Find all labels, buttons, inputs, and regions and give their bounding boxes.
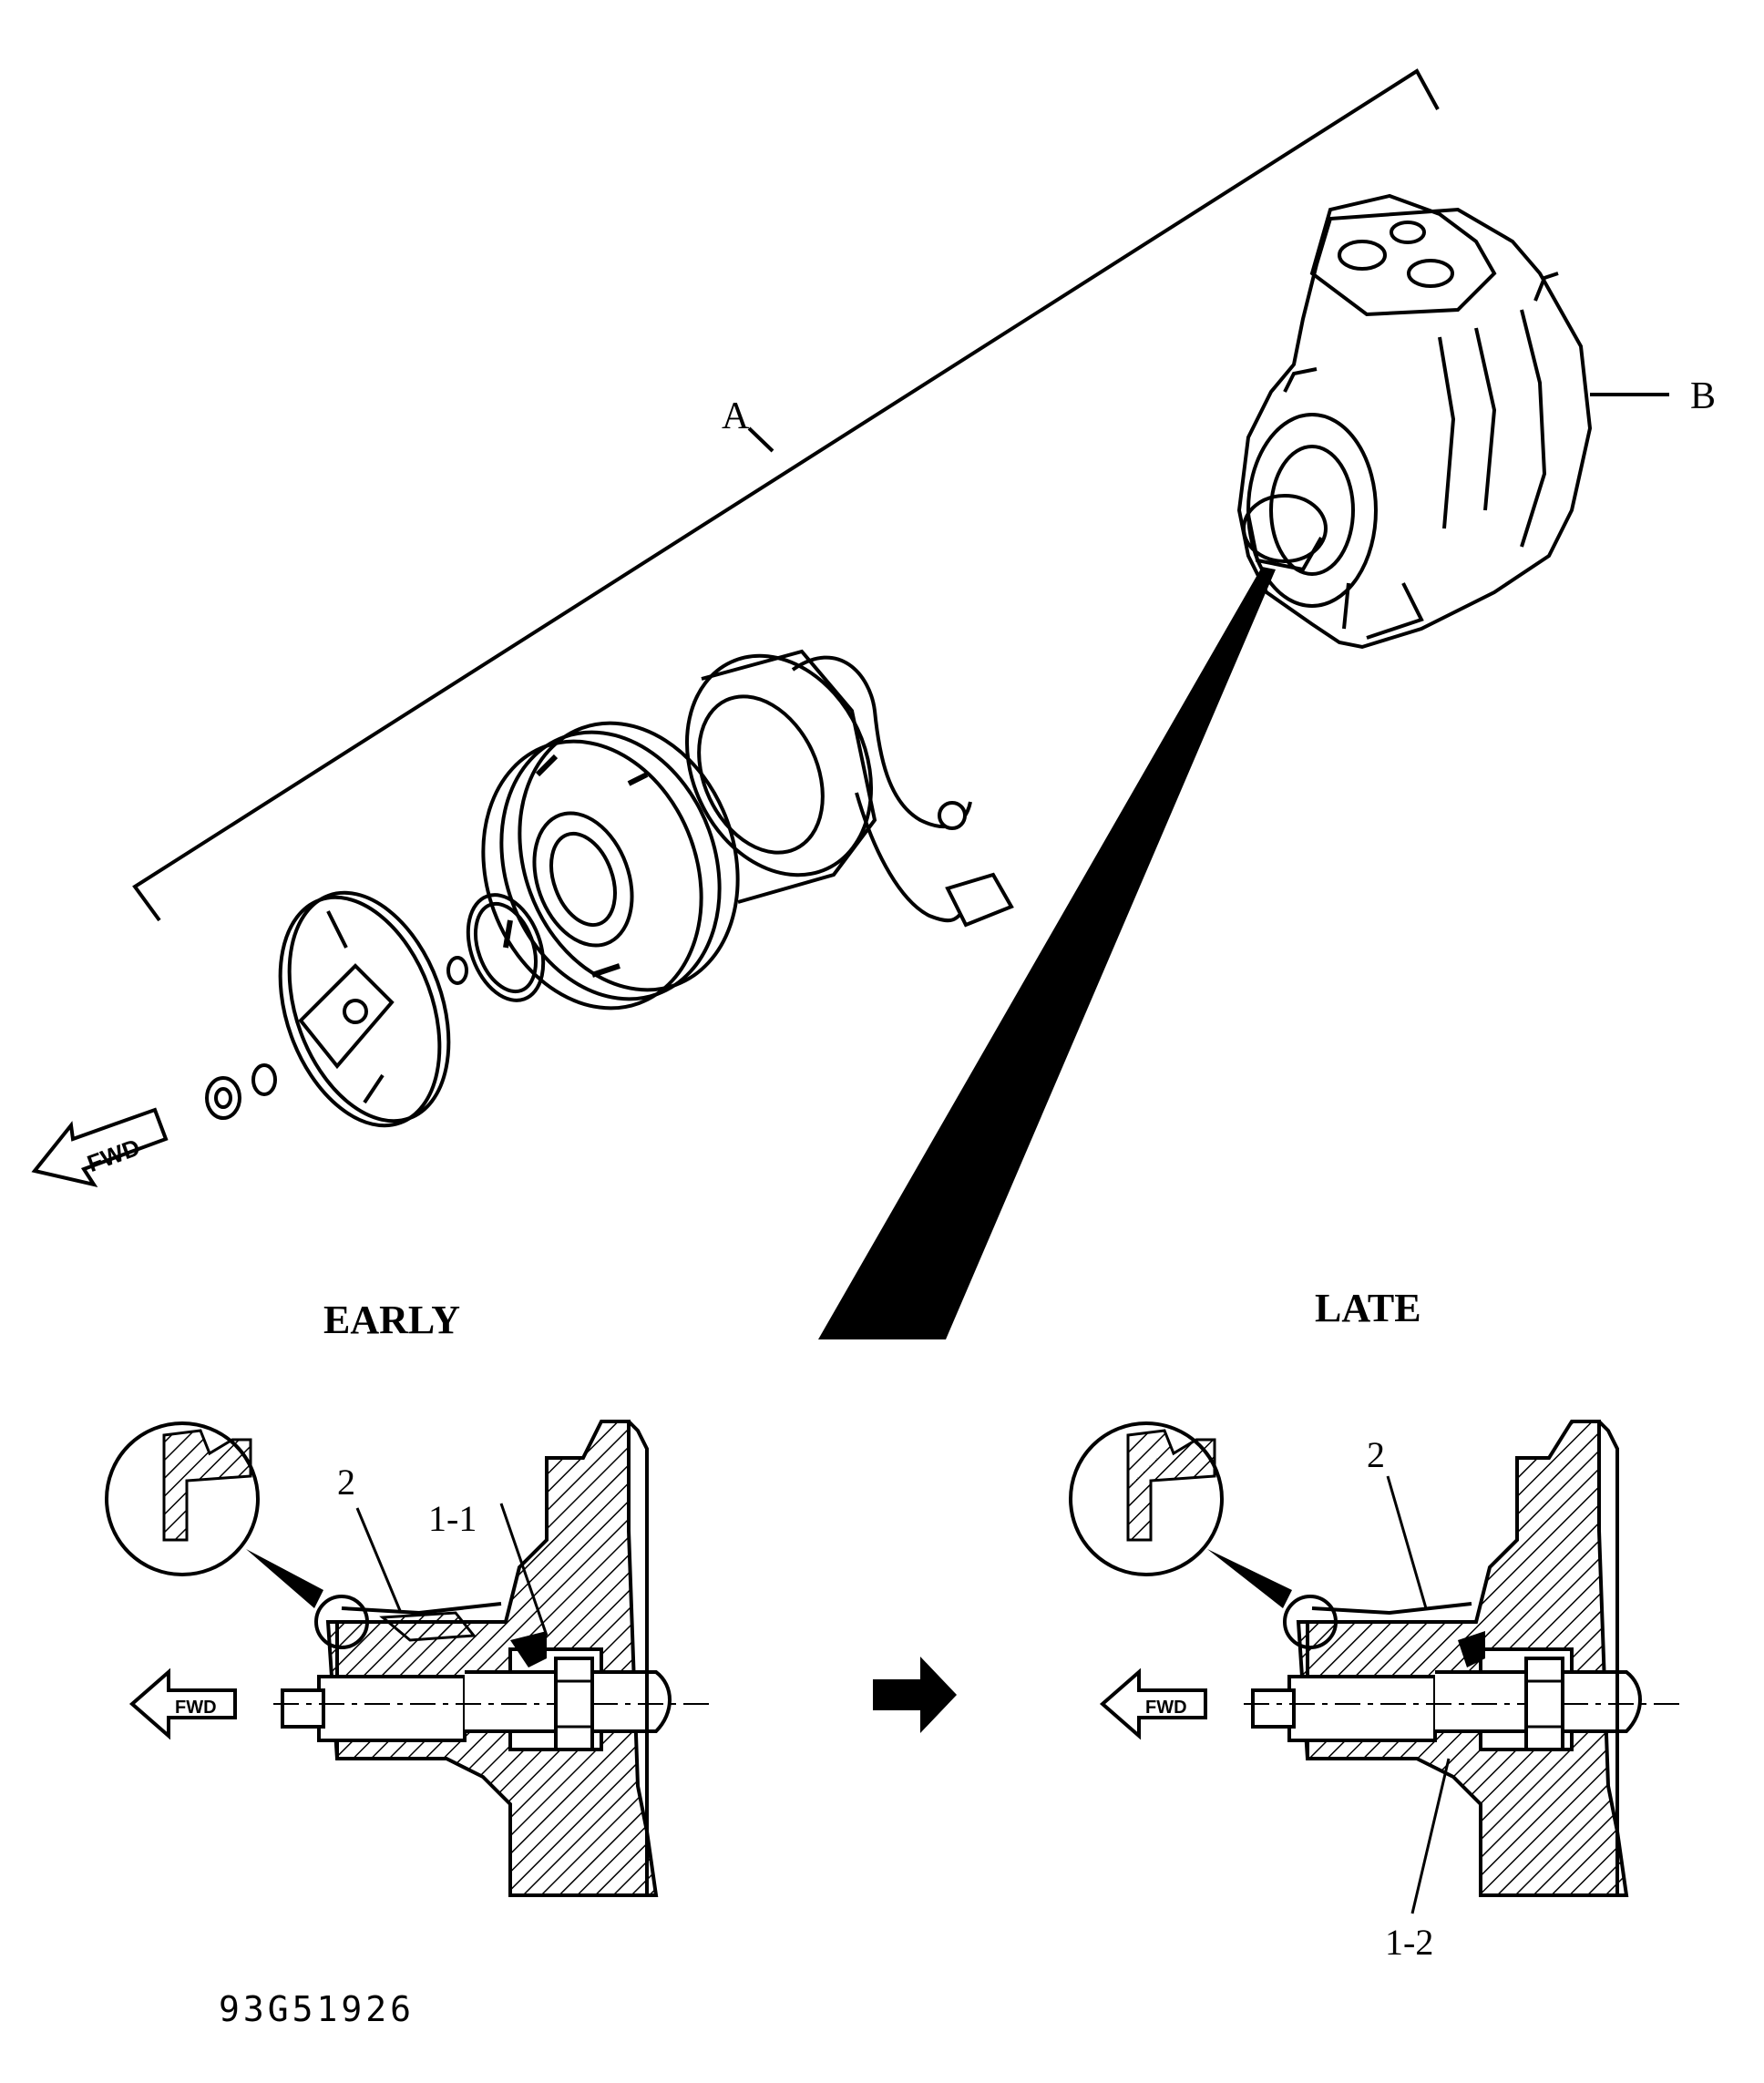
snap-ring [466,893,546,1002]
coil-connector [938,801,1014,928]
early-part-2: 2 [337,1462,355,1503]
pressure-plate [278,890,451,1128]
pulley [481,721,740,1011]
zoom-wedge [818,567,1276,1339]
fwd-arrow-top: FWD [31,1107,169,1188]
shim [446,956,468,985]
fwd-label-early: FWD [175,1698,217,1718]
assembly-bracket [132,68,1440,922]
late-part-1-2: 1-2 [1385,1922,1433,1963]
fwd-label-late: FWD [1145,1698,1187,1718]
nut [205,1063,277,1120]
label-compressor-b: B [1690,375,1716,417]
early-section: 2 1-1 FWD [105,1420,711,1897]
early-part-1-1: 1-1 [428,1498,477,1539]
late-part-2: 2 [1367,1434,1385,1475]
title-late: LATE [1315,1286,1421,1330]
compressor-body [1236,193,1593,650]
late-section: 2 1-2 FWD [1069,1420,1681,1963]
change-arrow [873,1657,957,1733]
title-early: EARLY [323,1298,460,1342]
figure-id: 93G51926 [219,1989,415,2029]
label-assembly-a: A [722,395,750,437]
